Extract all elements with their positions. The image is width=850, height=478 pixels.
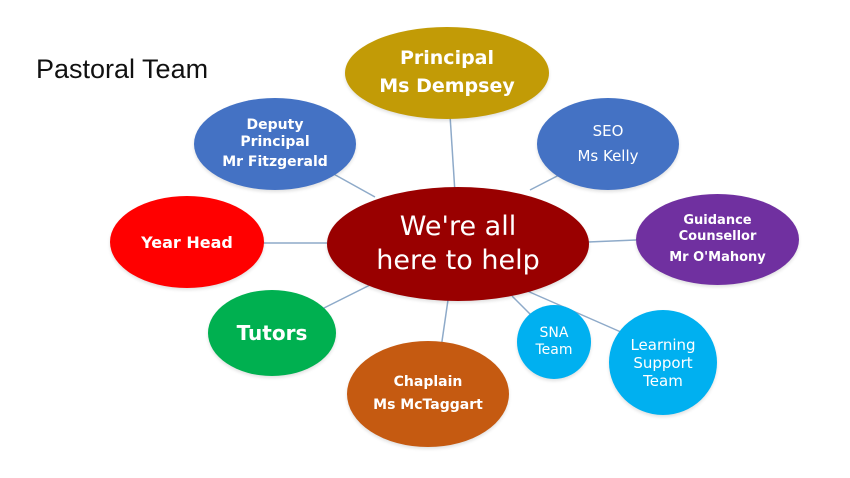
deputy-principal-node: Deputy Principal Mr Fitzgerald — [194, 98, 356, 190]
guidance-name: Mr O'Mahony — [669, 249, 766, 265]
center-node: We're all here to help — [327, 187, 589, 301]
connector-guidance — [587, 239, 637, 243]
deputy-name: Mr Fitzgerald — [222, 154, 328, 171]
guidance-counsellor-node: Guidance Counsellor Mr O'Mahony — [636, 194, 799, 285]
tutors-node: Tutors — [208, 290, 336, 376]
year-head-role: Year Head — [141, 232, 233, 252]
sna-team-node: SNA Team — [517, 305, 591, 379]
connector-deputy — [329, 171, 376, 198]
learning-support-line-1: Learning — [630, 335, 696, 354]
seo-role: SEO — [592, 122, 624, 141]
year-head-node: Year Head — [110, 196, 264, 288]
chaplain-node: Chaplain Ms McTaggart — [347, 341, 509, 447]
center-line-1: We're all — [399, 211, 517, 243]
sna-line-1: SNA — [539, 325, 569, 342]
principal-role: Principal — [399, 47, 495, 70]
seo-name: Ms Kelly — [577, 147, 639, 165]
guidance-role-line-2: Counsellor — [678, 229, 757, 245]
guidance-role-line-1: Guidance — [683, 213, 752, 229]
deputy-role-line-1: Deputy — [246, 116, 304, 133]
sna-line-2: Team — [535, 342, 573, 358]
connector-tutors — [319, 284, 371, 311]
tutors-role: Tutors — [236, 321, 308, 345]
page-title: Pastoral Team — [36, 54, 209, 84]
chaplain-role: Chaplain — [393, 373, 463, 390]
learning-support-line-2: Support — [633, 353, 693, 372]
principal-name: Ms Dempsey — [379, 75, 515, 97]
connector-principal — [449, 114, 456, 194]
chaplain-name: Ms McTaggart — [373, 397, 483, 413]
deputy-role-line-2: Principal — [240, 133, 310, 150]
learning-support-line-3: Team — [643, 371, 683, 390]
learning-support-team-node: Learning Support Team — [609, 310, 717, 415]
center-line-2: here to help — [376, 245, 540, 276]
principal-node: Principal Ms Dempsey — [345, 27, 549, 119]
seo-node: SEO Ms Kelly — [537, 98, 679, 190]
